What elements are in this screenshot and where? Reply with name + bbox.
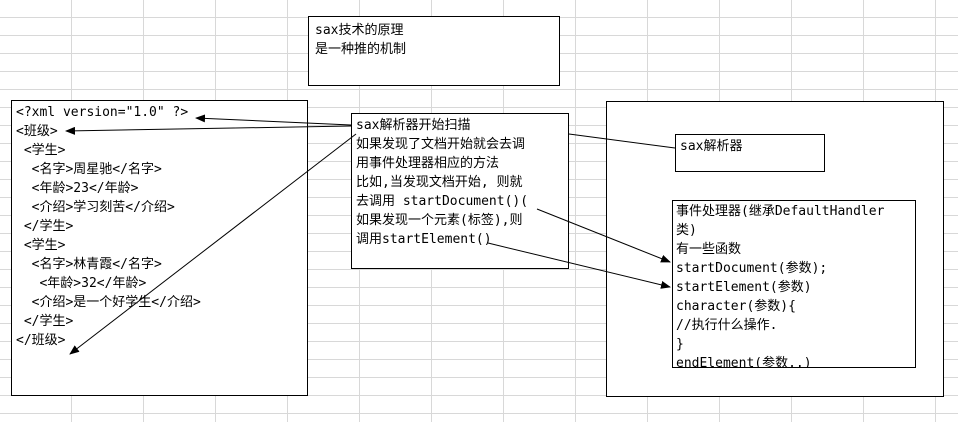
xml-line: </学生> (16, 219, 74, 234)
handler-line: startElement(参数) (676, 280, 812, 295)
xml-line: <介绍>是一个好学生</介绍> (16, 295, 201, 310)
handler-line: character(参数){ (676, 299, 796, 314)
handler-line: //执行什么操作. (676, 318, 778, 333)
scan-line: 如果发现一个元素(标签),则 (356, 213, 523, 228)
handler-line: 事件处理器(继承DefaultHandler (676, 204, 885, 219)
arrow-startdocument-to-handler (536, 208, 671, 263)
title-box: sax技术的原理 是一种推的机制 (308, 16, 560, 86)
xml-line: <学生> (16, 143, 66, 158)
scan-line: 调用startElement() (356, 232, 492, 247)
xml-line: </学生> (16, 314, 74, 329)
arrow-scan-to-xml-declaration (195, 114, 352, 126)
xml-line: <名字>林青霞</名字> (16, 257, 162, 272)
xml-line: <班级> (16, 124, 58, 139)
connector-scan-to-parser (568, 133, 676, 149)
xml-line: <介绍>学习刻苦</介绍> (16, 200, 175, 215)
handler-line: } (676, 337, 684, 352)
handler-line: startDocument(参数); (676, 261, 828, 276)
arrow-scan-to-class-close-tag (69, 133, 357, 355)
title-line-2: 是一种推的机制 (315, 42, 407, 57)
handler-line: 有一些函数 (676, 242, 742, 257)
scan-line: 用事件处理器相应的方法 (356, 156, 500, 171)
xml-line: </班级> (16, 333, 66, 348)
scan-line: 比如,当发现文档开始, 则就 (356, 175, 523, 190)
arrow-scan-to-class-open-tag (65, 125, 352, 135)
xml-line: <名字>周星驰</名字> (16, 162, 162, 177)
title-line-1: sax技术的原理 (315, 23, 404, 38)
scan-line: 如果发现了文档开始就会去调 (356, 137, 526, 152)
handler-line: 类) (676, 223, 697, 238)
event-handler-box: 事件处理器(继承DefaultHandler 类) 有一些函数 startDoc… (672, 200, 916, 368)
arrow-startelement-to-handler (487, 242, 671, 289)
xml-line: <年龄>23</年龄> (16, 181, 139, 196)
sax-scan-box: sax解析器开始扫描 如果发现了文档开始就会去调 用事件处理器相应的方法 比如,… (351, 113, 569, 269)
sax-parser-label-box: sax解析器 (675, 134, 825, 172)
handler-line: endElement(参数..) (676, 356, 812, 368)
scan-line: sax解析器开始扫描 (356, 118, 471, 133)
xml-line: <?xml version="1.0" ?> (16, 105, 189, 120)
scan-line: 去调用 startDocument()( (356, 194, 529, 209)
xml-line: <年龄>32</年龄> (16, 276, 147, 291)
sax-parser-label: sax解析器 (680, 139, 743, 154)
xml-document-box: <?xml version="1.0" ?> <班级> <学生> <名字>周星驰… (11, 100, 308, 396)
xml-line: <学生> (16, 238, 66, 253)
